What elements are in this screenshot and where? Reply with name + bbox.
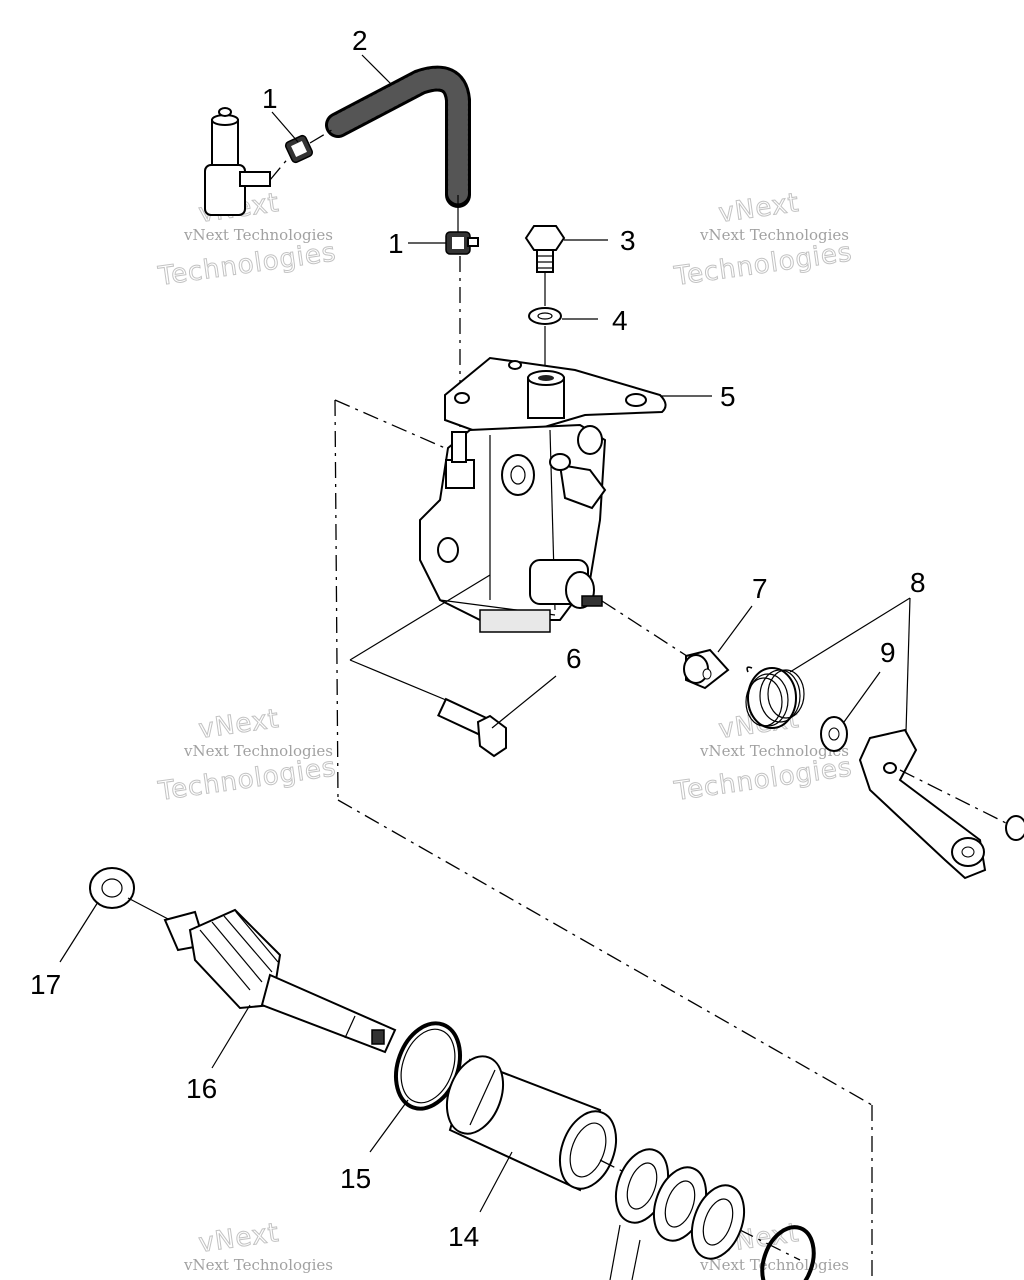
callout-1-lower: 1: [388, 228, 404, 259]
callout-4: 4: [612, 305, 628, 336]
callout-2: 2: [352, 25, 368, 56]
watermark-brand-top: vNext: [197, 704, 281, 745]
gear-shaft-part-16: [163, 908, 397, 1054]
watermark-brand-bottom: Technologies: [672, 237, 854, 292]
callout-5: 5: [720, 381, 736, 412]
collar-part-7: [683, 648, 730, 690]
washer-part-17: [89, 867, 171, 921]
hose-clamp-upper: [284, 127, 336, 164]
leader-lines: [59, 54, 911, 1213]
callout-17: 17: [30, 969, 61, 1000]
watermark-brand-top: vNext: [717, 188, 801, 229]
bolt-part-3: [524, 225, 566, 273]
washer-part-9: [820, 716, 848, 752]
watermark-company: vNext Technologies: [699, 226, 849, 244]
callout-6: 6: [566, 643, 582, 674]
assembly-frame: [334, 399, 873, 1280]
washer-part-4: [528, 272, 562, 372]
bottom-washers: [599, 1148, 816, 1280]
watermark-company: vNext Technologies: [183, 742, 333, 760]
watermark-bottom-left: vNext vNext Technologies: [183, 1217, 333, 1274]
callout-3: 3: [620, 225, 636, 256]
hose-clamp-lower: [445, 231, 479, 255]
callout-9: 9: [880, 637, 896, 668]
watermark-top-left: vNext vNext Technologies Technologies: [155, 187, 338, 292]
spring-part-8: [745, 666, 805, 729]
watermark-company: vNext Technologies: [699, 742, 849, 760]
callout-14: 14: [448, 1221, 479, 1252]
watermark-top-right: vNext vNext Technologies Technologies: [671, 187, 854, 292]
control-lever: [858, 728, 1024, 880]
callout-16: 16: [186, 1073, 217, 1104]
watermark-brand-bottom: Technologies: [156, 237, 338, 292]
callout-labels: 1 2 1 3 4 5 6 7 8 9 17 16 15 14: [30, 25, 926, 1252]
watermark-company: vNext Technologies: [183, 226, 333, 244]
callout-1-upper: 1: [262, 83, 278, 114]
callout-7: 7: [752, 573, 768, 604]
watermark-brand-bottom: Technologies: [156, 752, 338, 807]
callout-15: 15: [340, 1163, 371, 1194]
bolt-part-6: [349, 574, 507, 758]
oil-pump-body: [419, 356, 667, 633]
watermark-brand-top: vNext: [197, 1218, 281, 1259]
watermark-company: vNext Technologies: [699, 1256, 849, 1274]
callout-8: 8: [910, 567, 926, 598]
watermark-brand-bottom: Technologies: [672, 752, 854, 807]
watermark-mid-left: vNext vNext Technologies Technologies: [155, 703, 338, 807]
sleeve-part-14: [445, 1055, 618, 1192]
watermark-company: vNext Technologies: [183, 1256, 333, 1274]
hose-part-2: [325, 65, 471, 208]
